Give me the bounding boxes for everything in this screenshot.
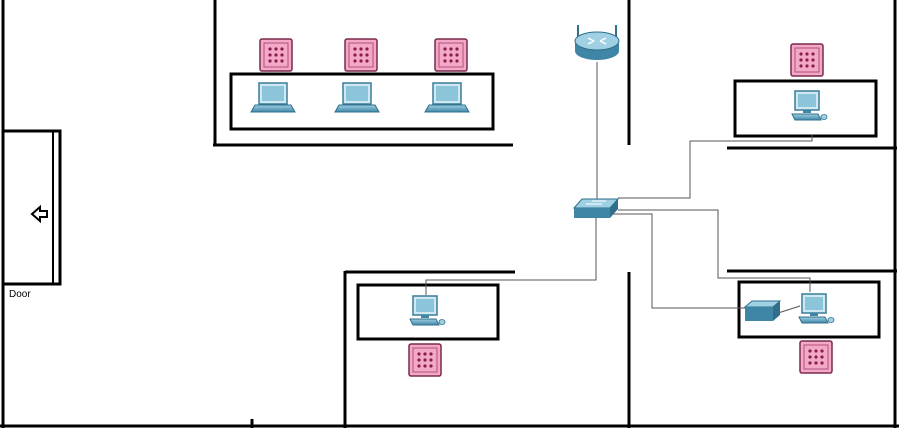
pc-icon	[791, 90, 828, 121]
pc-icon	[409, 295, 446, 326]
door	[1, 129, 62, 286]
printer-icon	[743, 300, 782, 321]
switch-icon	[572, 198, 620, 218]
router-icon	[574, 25, 620, 60]
tables	[229, 72, 881, 341]
laptop-icon	[250, 82, 296, 113]
sensor-icon	[408, 343, 442, 377]
table-bottom-left	[356, 283, 500, 341]
pc-icon	[798, 293, 835, 324]
sensor-icon	[799, 340, 833, 374]
table-top-right	[733, 79, 878, 138]
sensor-icon	[344, 38, 378, 72]
laptop-icon	[424, 82, 470, 113]
arrow-left-icon	[30, 204, 48, 224]
sensor-icon	[790, 43, 824, 77]
laptop-icon	[334, 82, 380, 113]
table-top-left	[229, 72, 495, 131]
table-bottom-right	[737, 280, 881, 339]
sensor-icon	[434, 38, 468, 72]
cables	[425, 62, 813, 315]
sensor-icon	[259, 38, 293, 72]
door-label: Door	[9, 289, 31, 300]
